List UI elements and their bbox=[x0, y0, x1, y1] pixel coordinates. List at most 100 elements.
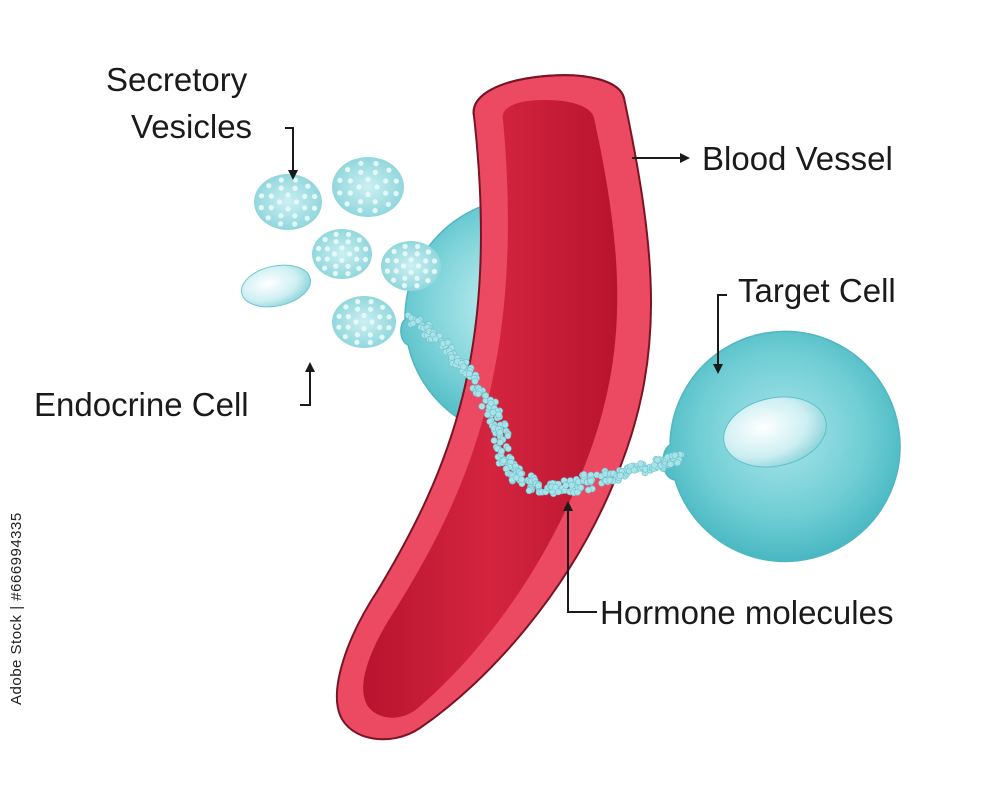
vesicle-granule bbox=[339, 245, 345, 251]
hormone-molecule bbox=[459, 363, 467, 371]
hormone-molecule bbox=[432, 335, 439, 343]
vesicle-granule bbox=[353, 319, 359, 325]
vesicle-granule bbox=[363, 246, 369, 252]
secretory-vesicles-arrow bbox=[285, 127, 298, 180]
vesicle-granule bbox=[345, 271, 351, 277]
hormone-molecule bbox=[490, 437, 498, 444]
hormone-molecule bbox=[585, 486, 592, 494]
vesicle-granule bbox=[342, 334, 348, 340]
hormone-molecule bbox=[482, 392, 490, 400]
vesicle-granule bbox=[278, 177, 284, 183]
hormone-molecule bbox=[444, 339, 452, 346]
hormone-molecules-label: Hormone molecules bbox=[600, 594, 894, 631]
vesicle-granule bbox=[357, 207, 363, 213]
vesicle-granule bbox=[408, 257, 414, 263]
vesicle-granule bbox=[265, 215, 271, 221]
vesicle-granule bbox=[315, 256, 321, 262]
vesicle-granule bbox=[277, 221, 284, 227]
hormone-molecule bbox=[554, 488, 562, 496]
hormone-molecule bbox=[617, 472, 624, 479]
hormone-molecule bbox=[504, 445, 512, 452]
vesicle bbox=[254, 174, 322, 230]
vesicle-granule bbox=[333, 263, 339, 269]
vesicle-granule bbox=[401, 282, 407, 289]
vesicle-granule bbox=[343, 304, 349, 310]
vesicle-granule bbox=[356, 237, 362, 243]
vesicle-granule bbox=[347, 178, 353, 184]
vesicle-granule bbox=[393, 268, 399, 274]
vesicle bbox=[312, 229, 372, 279]
vesicle-granule bbox=[258, 193, 265, 199]
vesicle bbox=[332, 296, 396, 348]
vesicle-granule bbox=[292, 221, 298, 227]
vesicle-granule bbox=[302, 193, 308, 199]
hormone-molecule bbox=[448, 353, 456, 361]
vesicle-granule bbox=[356, 184, 362, 190]
vesicle-granule bbox=[402, 251, 408, 257]
vesicle-granule bbox=[354, 332, 360, 338]
vesicle-granule bbox=[393, 258, 399, 264]
hormone-molecule bbox=[471, 377, 479, 385]
hormone-molecule bbox=[562, 481, 570, 489]
vesicle-granule bbox=[285, 192, 291, 198]
vesicle-granule bbox=[268, 193, 274, 199]
vesicle-granule bbox=[344, 201, 350, 207]
hormone-molecules-arrow bbox=[563, 501, 597, 613]
vesicle-granule bbox=[380, 304, 386, 310]
vesicle-granule bbox=[425, 277, 431, 284]
vesicle-granule bbox=[373, 161, 379, 167]
secretory-vesicles bbox=[254, 157, 441, 348]
vesicle-granule bbox=[268, 205, 274, 211]
vesicle-granule bbox=[322, 265, 328, 271]
vesicle-granule bbox=[276, 199, 283, 205]
hormone-molecule bbox=[498, 447, 505, 455]
vesicle-granule bbox=[345, 314, 351, 320]
hormone-molecule bbox=[518, 476, 525, 483]
vesicle-granule bbox=[278, 185, 284, 191]
vesicle-granule bbox=[345, 239, 351, 245]
hormone-molecule bbox=[667, 460, 674, 468]
vesicle-granule bbox=[311, 205, 318, 211]
hormone-molecule bbox=[478, 402, 486, 410]
vesicle-granule bbox=[355, 299, 361, 305]
vesicle-granule bbox=[377, 314, 383, 320]
vesicle-granule bbox=[385, 201, 391, 207]
vesicle-granule bbox=[386, 314, 392, 320]
vesicle-granule bbox=[400, 263, 407, 269]
vesicle bbox=[332, 157, 404, 217]
hormone-molecule bbox=[577, 484, 585, 491]
target-nucleus bbox=[723, 396, 827, 468]
vesicle-granule bbox=[415, 263, 422, 269]
vesicle-granule bbox=[365, 191, 371, 198]
vesicle-granule bbox=[425, 249, 431, 255]
hormone-molecule bbox=[474, 390, 482, 398]
vesicle-granule bbox=[423, 268, 429, 274]
vesicle-granule bbox=[393, 178, 399, 184]
secretory-vesicles-label-line1: Secretory bbox=[106, 61, 248, 98]
vesicle-granule bbox=[368, 306, 374, 312]
vesicle-granule bbox=[384, 268, 390, 274]
hormone-molecule bbox=[671, 451, 679, 459]
vesicle-granule bbox=[333, 239, 339, 245]
vesicle-granule bbox=[316, 245, 322, 252]
vesicle-granule bbox=[358, 169, 364, 175]
hormone-molecule bbox=[487, 399, 495, 407]
hormone-molecule bbox=[587, 477, 595, 485]
vesicle-granule bbox=[367, 339, 373, 345]
vesicle-granule bbox=[266, 183, 272, 189]
vesicle-granule bbox=[391, 248, 397, 255]
vesicle-granule bbox=[285, 206, 291, 212]
hormone-molecule bbox=[574, 488, 581, 496]
vesicle-granule bbox=[402, 243, 408, 249]
hormone-molecule bbox=[606, 476, 614, 484]
vesicle-granule bbox=[385, 257, 391, 264]
vesicle-granule bbox=[386, 325, 392, 331]
vesicle-granule bbox=[383, 178, 389, 184]
endocrine-cell-label: Endocrine Cell bbox=[34, 386, 249, 423]
vesicle-granule bbox=[377, 324, 383, 330]
stock-id-watermark: Adobe Stock | #666994335 bbox=[8, 512, 25, 705]
vesicle-granule bbox=[423, 258, 429, 264]
hormone-molecules-stream bbox=[404, 311, 685, 497]
vesicle-granule bbox=[414, 251, 420, 257]
